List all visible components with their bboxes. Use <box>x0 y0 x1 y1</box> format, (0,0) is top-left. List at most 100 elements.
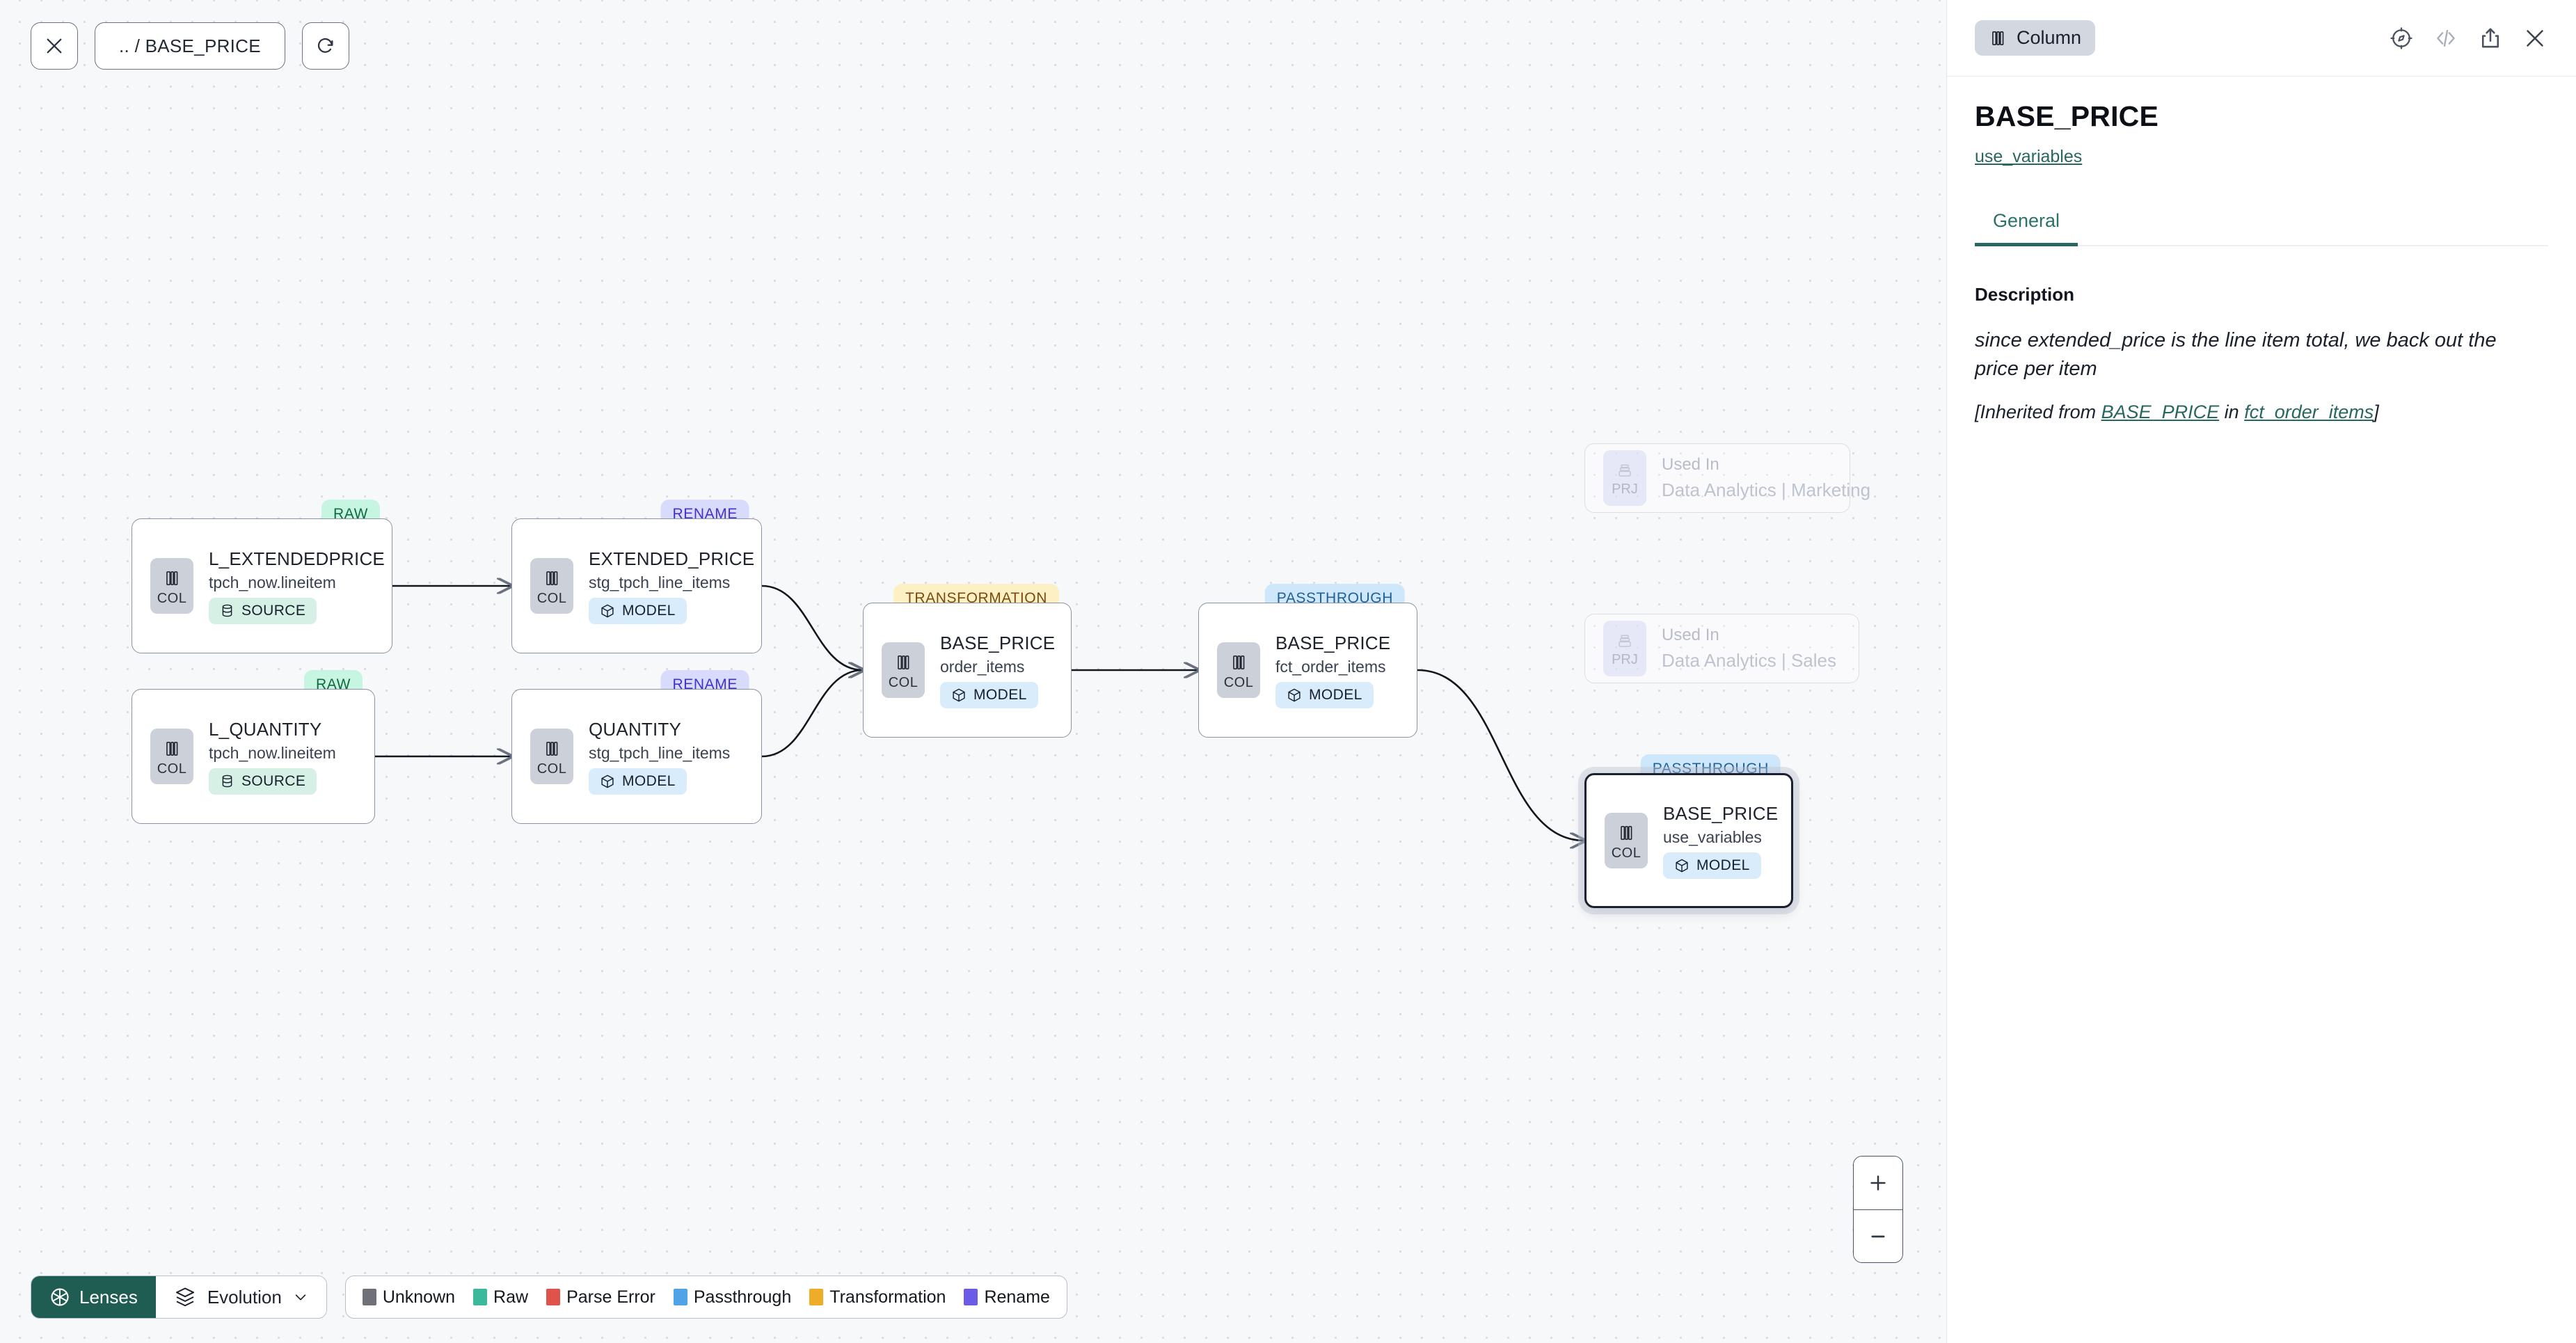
node-kind-label: COL <box>536 761 567 777</box>
legend-label: Parse Error <box>566 1287 655 1307</box>
inherited-model-link[interactable]: fct_order_items <box>2244 401 2374 422</box>
legend-label: Raw <box>493 1287 529 1307</box>
evolution-label: Evolution <box>207 1286 282 1308</box>
node-title: BASE_PRICE <box>940 632 1056 653</box>
inherited-column-link[interactable]: BASE_PRICE <box>2101 401 2220 422</box>
share-icon[interactable] <box>2479 26 2502 50</box>
node-pill-label: MODEL <box>1696 857 1750 873</box>
panel-body: BASE_PRICE use_variables General Descrip… <box>1947 77 2576 1343</box>
node-kind-label: COL <box>1223 675 1254 690</box>
legend-label: Rename <box>984 1287 1050 1307</box>
zoom-in-button[interactable] <box>1854 1157 1902 1209</box>
node-kind-label: COL <box>157 591 187 606</box>
breadcrumb[interactable]: .. / BASE_PRICE <box>95 22 285 70</box>
page-title: BASE_PRICE <box>1975 100 2159 132</box>
ghost-kind-label: PRJ <box>1612 482 1638 497</box>
legend-swatch <box>362 1289 376 1305</box>
description-label: Description <box>1975 283 2075 305</box>
entity-type-chip[interactable]: Column <box>1975 20 2096 56</box>
legend-swatch <box>546 1289 561 1305</box>
compass-icon[interactable] <box>2390 26 2413 50</box>
node-pill-label: MODEL <box>1309 686 1362 703</box>
refresh-button[interactable] <box>301 22 349 70</box>
legend-label: Unknown <box>382 1287 456 1307</box>
column-icon: COL <box>530 558 573 614</box>
evolution-dropdown[interactable]: Evolution <box>155 1276 326 1318</box>
legend-label: Passthrough <box>693 1287 792 1307</box>
legend-swatch <box>473 1289 488 1305</box>
ghost-line2: Data Analytics | Marketing <box>1662 479 1871 500</box>
legend-item-transformation[interactable]: Transformation <box>809 1287 946 1308</box>
inherited-prefix: [Inherited from <box>1975 401 2101 422</box>
close-button[interactable] <box>31 22 78 70</box>
column-icon: COL <box>882 642 925 698</box>
column-icon: COL <box>1217 642 1260 698</box>
tab-general[interactable]: General <box>1975 210 2078 246</box>
details-panel: Column <box>1946 0 2576 1343</box>
zoom-out-button[interactable] <box>1854 1209 1902 1262</box>
parent-model-link[interactable]: use_variables <box>1975 147 2083 166</box>
ghost-node-used-in-sales[interactable]: PRJ Used In Data Analytics | Sales <box>1584 614 1859 683</box>
legend-swatch <box>809 1289 824 1305</box>
lenses-button[interactable]: Lenses <box>31 1276 156 1318</box>
legend-item-parse-error[interactable]: Parse Error <box>546 1287 655 1308</box>
ghost-line1: Used In <box>1662 626 1719 644</box>
legend-item-unknown[interactable]: Unknown <box>362 1287 456 1308</box>
node-pill-label: MODEL <box>622 772 676 789</box>
column-icon <box>1992 31 2004 45</box>
close-icon[interactable] <box>2523 26 2547 50</box>
legend-swatch <box>964 1289 978 1305</box>
legend-item-passthrough[interactable]: Passthrough <box>673 1287 792 1308</box>
inherited-from-note: [Inherited from BASE_PRICE in fct_order_… <box>1975 402 2548 423</box>
code-icon[interactable] <box>2434 26 2458 50</box>
node-pill-label: MODEL <box>973 686 1027 703</box>
ghost-body: Used In Data Analytics | Sales <box>1662 626 1836 672</box>
project-icon: PRJ <box>1603 450 1646 506</box>
node-title: EXTENDED_PRICE <box>589 548 755 569</box>
node-subtitle: order_items <box>940 657 1025 676</box>
panel-header-actions <box>2390 26 2547 50</box>
node-subtitle: tpch_now.lineitem <box>209 743 336 762</box>
node-kind-label: COL <box>1611 845 1641 861</box>
ghost-line2: Data Analytics | Sales <box>1662 650 1836 671</box>
project-icon: PRJ <box>1603 621 1646 676</box>
node-source-pill: SOURCE <box>209 768 317 795</box>
inherited-suffix: ] <box>2374 401 2379 422</box>
node-title: BASE_PRICE <box>1275 632 1391 653</box>
node-pill-label: MODEL <box>622 602 676 619</box>
minus-icon <box>1871 1235 1885 1237</box>
lenses-control: Lenses Evolution <box>31 1276 327 1319</box>
column-icon: COL <box>1605 813 1648 868</box>
column-icon: COL <box>530 729 573 784</box>
node-kind-label: COL <box>536 591 567 606</box>
legend-item-raw[interactable]: Raw <box>473 1287 528 1308</box>
panel-header: Column <box>1947 0 2576 77</box>
panel-tabs: General <box>1975 210 2548 246</box>
node-kind-label: COL <box>888 675 919 690</box>
node-kind-label: COL <box>157 761 187 777</box>
node-title: L_QUANTITY <box>209 718 322 740</box>
inherited-mid: in <box>2219 401 2245 422</box>
node-subtitle: tpch_now.lineitem <box>209 573 336 591</box>
plus-icon <box>1870 1175 1886 1191</box>
node-source-pill: MODEL <box>940 681 1038 708</box>
node-source-pill: MODEL <box>1275 681 1374 708</box>
legend-item-rename[interactable]: Rename <box>964 1287 1050 1308</box>
chevron-down-icon <box>295 1294 306 1301</box>
